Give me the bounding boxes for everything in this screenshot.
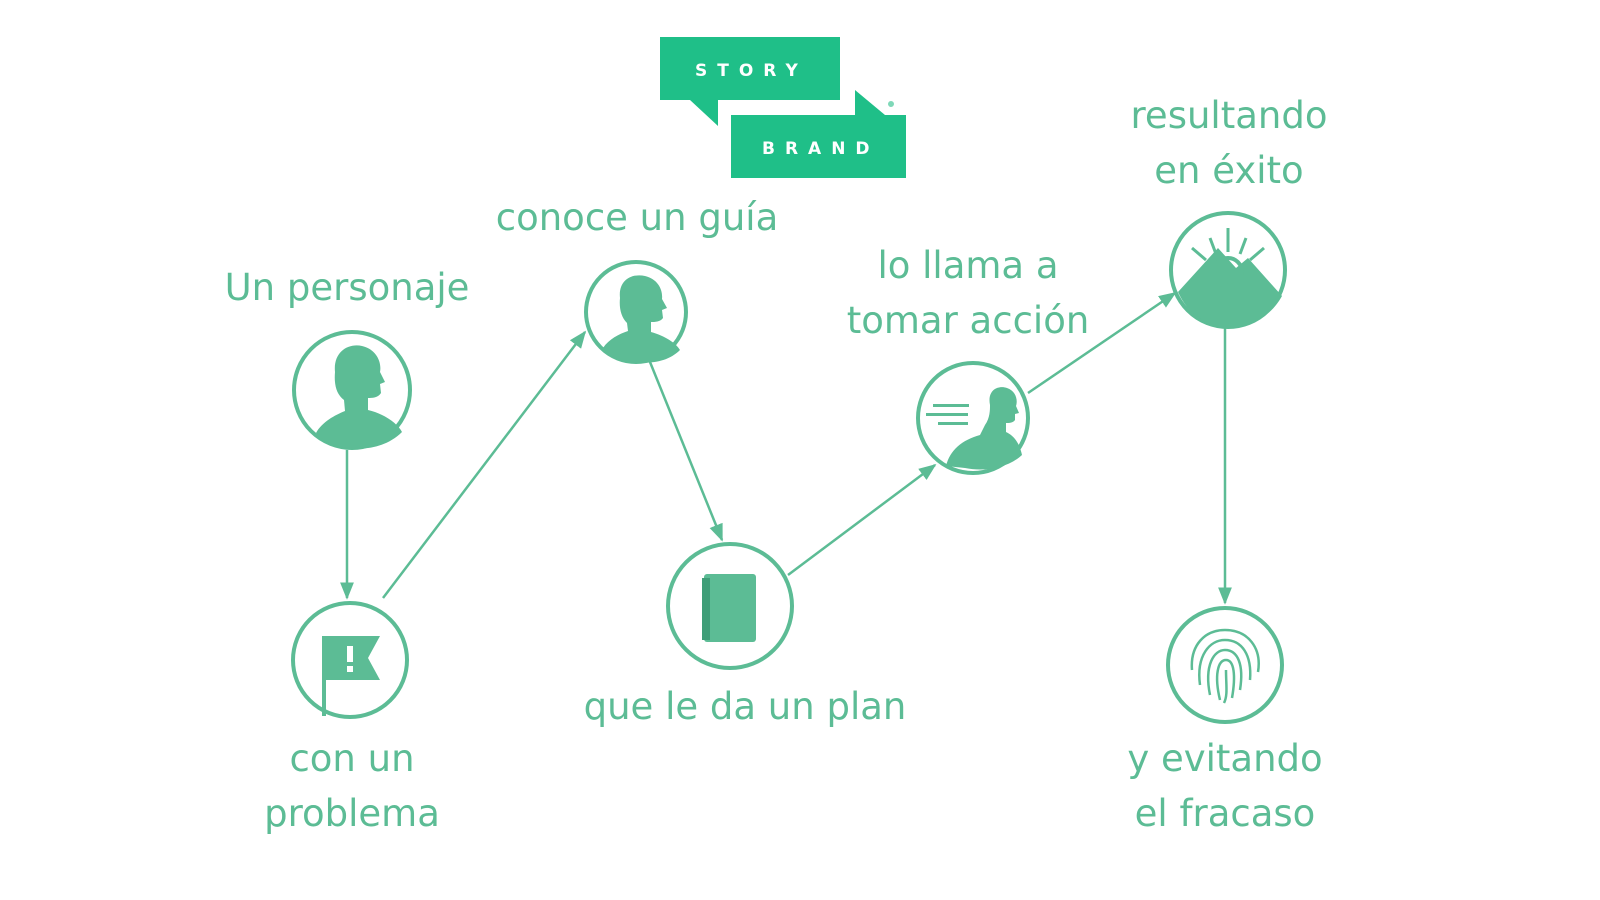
label-line: conoce un guía xyxy=(495,196,779,239)
label-problema: con un problema xyxy=(264,731,440,841)
arrow-accion-exito xyxy=(1027,291,1177,395)
logo-brand-text: BRAND xyxy=(762,139,880,159)
label-line: que le da un plan xyxy=(583,685,907,728)
label-line: y evitando xyxy=(1127,737,1323,780)
label-line: lo llama a xyxy=(877,244,1059,287)
storybrand-logo: STORY BRAND xyxy=(660,37,906,178)
sunrise-mountain-icon xyxy=(1178,228,1282,326)
arrow-problema-guia xyxy=(382,330,587,599)
running-person-icon xyxy=(926,387,1022,470)
label-guia: conoce un guía xyxy=(496,190,779,245)
label-line: tomar acción xyxy=(846,299,1090,342)
label-line: Un personaje xyxy=(224,266,470,309)
label-plan: que le da un plan xyxy=(584,679,907,734)
label-exito: resultando en éxito xyxy=(1131,88,1328,198)
fingerprint-icon xyxy=(1190,628,1260,704)
label-line: en éxito xyxy=(1154,149,1304,192)
book-icon xyxy=(702,574,756,642)
node-fracaso xyxy=(1166,606,1284,724)
logo-story-text: STORY xyxy=(695,61,808,81)
label-fracaso: y evitando el fracaso xyxy=(1127,731,1322,841)
label-line: problema xyxy=(264,792,440,835)
guide-silhouette-icon xyxy=(603,275,680,363)
label-accion: lo llama a tomar acción xyxy=(847,238,1090,348)
arrow-plan-accion xyxy=(787,463,937,577)
label-personaje: Un personaje xyxy=(225,260,470,315)
arrow-guia-plan xyxy=(648,361,724,542)
person-silhouette-icon xyxy=(316,345,402,449)
warning-flag-icon xyxy=(322,636,380,716)
label-line: con un xyxy=(289,737,415,780)
label-line: resultando xyxy=(1130,94,1328,137)
label-line: el fracaso xyxy=(1134,792,1316,835)
